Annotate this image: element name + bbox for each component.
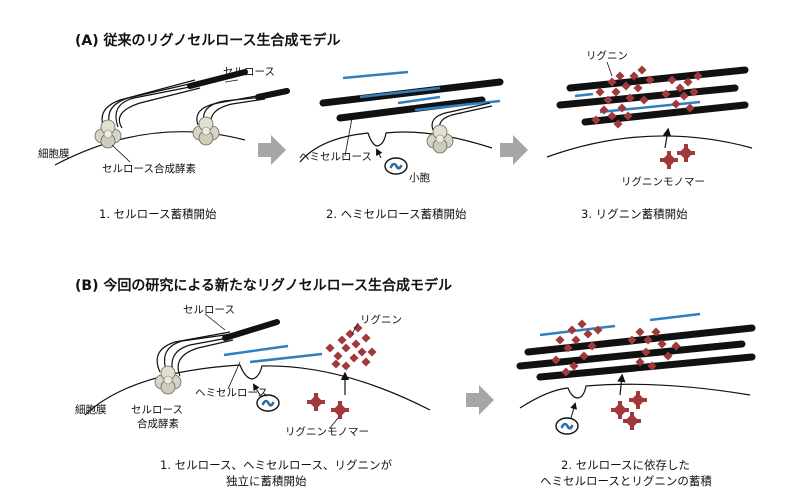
b1-cell-membrane (84, 364, 431, 416)
a2-hemicellulose-3 (397, 95, 441, 105)
b1-hemicellulose-2 (249, 352, 323, 364)
b1-hemicellulose-label: ヘミセルロース (195, 387, 268, 399)
a3-lignin-label: リグニン (586, 50, 628, 62)
b1-caption-line1: 1. セルロース、ヘミセルロース、リグニンが (160, 458, 392, 472)
a3-hemicellulose-1 (574, 92, 594, 98)
b2-lignin-monomer-1 (611, 401, 629, 419)
a2-hemicellulose-1 (342, 70, 409, 80)
a2-vesicle-icon (383, 156, 409, 176)
b1-vesicle-arrow (252, 383, 261, 396)
b1-monomer-pointer (329, 417, 339, 429)
a1-cellulose-fibrils (101, 79, 201, 129)
section-a-title: (A) 従来のリグノセルロース生合成モデル (75, 33, 341, 49)
a2-cellulose-synthase (426, 124, 454, 154)
a2-hemicellulose-pointer (344, 117, 353, 157)
a1-caption: 1. セルロース蓄積開始 (99, 207, 217, 221)
a3-monomer-arrow (662, 127, 672, 149)
b2-monomer-arrow (617, 373, 626, 396)
a2-hemicellulose-2 (359, 86, 441, 99)
a3-cellulose-1 (566, 66, 749, 92)
a1-cellulose-bundle-1 (187, 69, 248, 89)
a2-cell-membrane (299, 131, 493, 163)
a3-monomer-label: リグニンモノマー (621, 176, 705, 188)
a1-cell-membrane (54, 131, 246, 166)
b1-hemicellulose-1 (223, 344, 289, 357)
b2-caption-line1: 2. セルロースに依存した (561, 458, 691, 472)
a2-caption: 2. ヘミセルロース蓄積開始 (326, 207, 467, 221)
b2-cellulose-3 (536, 353, 756, 381)
a3-hemicellulose-2 (599, 100, 701, 114)
b1-lignin-monomer-2 (331, 401, 349, 419)
a3-lignin-monomer-2 (677, 144, 695, 162)
b1-lignin-label: リグニン (360, 314, 402, 326)
b1-synthase-label-line2: 合成酵素 (137, 418, 179, 430)
b2-vesicle-arrow (570, 402, 577, 419)
a1-synthase-label: セルロース合成酵素 (102, 163, 196, 175)
b1-lignin-monomer-1 (307, 393, 325, 411)
b2-hemicellulose-2 (649, 312, 701, 322)
a2-cellulose-2 (336, 96, 486, 122)
b2-hemicellulose-1 (539, 324, 616, 337)
b2-lignin-monomer-3 (623, 412, 641, 430)
b1-lignin-cluster (325, 323, 377, 371)
b1-panel (84, 313, 431, 429)
b1-synthase-label-line1: セルロース (131, 404, 183, 416)
section-b-title: (B) 今回の研究による新たなリグノセルロース生合成モデル (75, 278, 452, 294)
b-step-arrow (466, 385, 494, 415)
a3-cellulose-2 (556, 84, 739, 109)
b1-cellulose-bundle (222, 319, 280, 341)
a2-hemicellulose-4 (414, 99, 501, 112)
a3-cell-membrane (546, 135, 753, 158)
b1-caption-line2: 独立に蓄積開始 (226, 474, 307, 488)
b2-lignin-monomer-2 (629, 391, 647, 409)
a3-lignin-monomer-1 (660, 151, 678, 169)
b2-vesicle-icon (554, 416, 580, 436)
a2-panel (299, 70, 504, 176)
b2-caption-line2: ヘミセルロースとリグニンの蓄積 (540, 474, 712, 488)
a1-synthase-pointer (111, 144, 131, 163)
b1-membrane-label: 細胞膜 (75, 404, 107, 416)
a3-cellulose-3 (581, 101, 749, 126)
b1-monomer-label: リグニンモノマー (285, 426, 369, 438)
b1-lignin-pointer (351, 322, 359, 335)
a3-panel (546, 61, 753, 169)
a2-cellulose-1 (319, 78, 504, 107)
a2-vesicle-arrow (376, 148, 383, 159)
a1-panel (54, 69, 290, 166)
a-step-arrow-2 (500, 135, 528, 165)
a2-hemicellulose-label: ヘミセルロース (299, 151, 372, 163)
a3-caption: 3. リグニン蓄積開始 (581, 207, 688, 221)
a1-cellulose-label: セルロース (223, 66, 275, 78)
b1-hemicellulose-pointer (227, 361, 241, 390)
a1-cellulose-pointer (224, 79, 239, 83)
a2-vesicle-label: 小胞 (409, 172, 430, 184)
b2-cell-membrane (519, 383, 751, 409)
b1-cellulose-label: セルロース (183, 304, 235, 316)
a1-cellulose-bundle-2 (255, 88, 290, 100)
a1-membrane-label: 細胞膜 (38, 148, 70, 160)
b2-panel (516, 312, 756, 436)
a-step-arrow-1 (258, 135, 286, 165)
b1-cellulose-pointer (204, 313, 226, 331)
a3-lignin-pointer (606, 61, 613, 77)
